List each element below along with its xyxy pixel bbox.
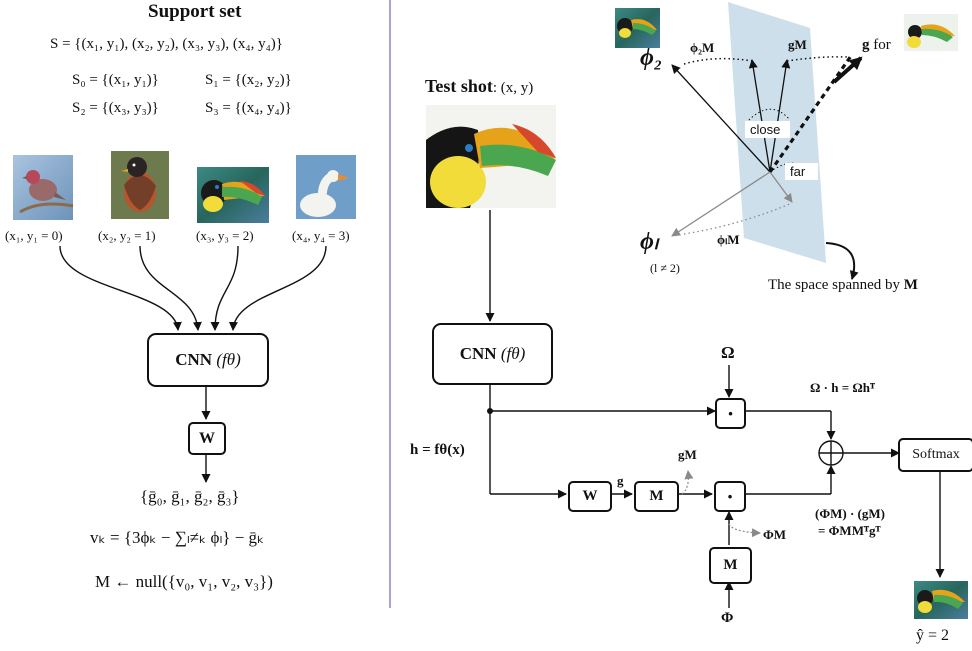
cnn-label: CNN <box>175 350 213 369</box>
far-label: far <box>790 164 806 179</box>
gm-label: gM <box>678 447 697 462</box>
arrow-img4-cnn <box>228 245 327 331</box>
g-for-word: for <box>873 37 891 53</box>
l-ne-label: (l ≠ 2) <box>650 261 680 275</box>
test-shot-xy: : (x, y) <box>492 80 534 96</box>
arrow-img2-cnn <box>139 245 202 331</box>
support-image-goose <box>296 155 356 219</box>
omega-h-label: Ω · h = Ωhᵀ <box>810 380 876 395</box>
softmax-box: Softmax <box>898 438 972 472</box>
arrow-img1-cnn <box>59 245 182 331</box>
support-set-title: Support set <box>148 1 242 22</box>
w-box-left: W <box>188 422 226 455</box>
y-hat-label: ŷ = 2 <box>916 627 950 644</box>
phil-label: ϕₗ <box>640 229 658 255</box>
cnn-fn-right: (fθ) <box>500 344 526 363</box>
philm-label: ϕₗM <box>717 232 740 247</box>
m-box-bottom: M <box>709 547 752 584</box>
test-shot-bold: Test shot <box>425 76 493 96</box>
support-label-3: (x₃, y₃ = 2) <box>196 228 254 243</box>
support-image-toucan <box>197 167 269 223</box>
subset-s0: S₀ = {(x₁, y₁)} <box>72 72 159 88</box>
g-for-g: g <box>862 37 870 53</box>
cnn-label-right: CNN <box>459 344 497 363</box>
space-text: The space spanned by <box>768 277 901 293</box>
product-line1: (ΦM) · (gM) <box>815 506 885 521</box>
subset-s3: S₃ = {(x₄, y₄)} <box>205 100 292 116</box>
gm-inset-label: gM <box>788 37 807 52</box>
m-box-mid: M <box>634 481 679 512</box>
arrow-gm-dashed <box>681 470 694 495</box>
close-label: close <box>750 122 781 137</box>
g-label: g <box>617 473 624 488</box>
support-label-2: (x₂, y₂ = 1) <box>98 228 156 243</box>
m-null-equation: M ← null({v₀, v₁, v₂, v₃}) <box>95 572 273 591</box>
subset-s2: S₂ = {(x₃, y₃)} <box>72 100 159 116</box>
output-image-toucan <box>914 581 968 619</box>
vk-equation: vₖ = {3ϕₖ − ∑ₗ≠ₖ ϕₗ} − ḡₖ <box>90 528 265 547</box>
support-label-1: (x₁, y₁ = 0) <box>5 228 63 243</box>
inset-vectors <box>671 55 863 280</box>
gbar-set: {ḡ₀, ḡ₁, ḡ₂, ḡ₃} <box>140 487 240 506</box>
cnn-box-right: CNN (fθ) <box>432 323 553 385</box>
test-shot-title: Test shot: (x, y) <box>425 77 533 96</box>
phi2-label: ϕ₂ <box>640 45 663 71</box>
subset-s1: S₁ = {(x₂, y₂)} <box>205 72 292 88</box>
product-line2: = ΦMMᵀgᵀ <box>818 523 881 538</box>
phi-input-label: Φ <box>721 610 734 626</box>
omega-label: Ω <box>721 343 735 362</box>
arrow-img3-cnn <box>210 245 239 331</box>
test-image-toucan <box>426 105 556 208</box>
space-m: M <box>903 277 918 293</box>
phi2m-label: ϕ₂M <box>690 40 715 55</box>
cnn-fn: (fθ) <box>216 350 241 369</box>
dot-op-bottom: · <box>714 481 746 512</box>
g-for-label: g for <box>862 38 891 53</box>
inset-toucan-icon-right <box>904 14 958 51</box>
support-set-def: S = {(x₁, y₁), (x₂, y₂), (x₃, y₃), (x₄, … <box>50 36 283 52</box>
phim-label: ΦM <box>763 527 787 542</box>
dot-op-top: · <box>715 398 746 429</box>
w-box-right: W <box>568 481 612 512</box>
inset-toucan-icon-left <box>615 8 660 48</box>
support-image-finch <box>13 155 74 220</box>
cnn-box-left: CNN (fθ) <box>147 333 269 387</box>
h-definition: h = fθ(x) <box>410 442 465 458</box>
arrow-phim-dashed <box>728 523 761 538</box>
space-caption: The space spanned by M <box>768 278 918 293</box>
support-image-robin <box>111 151 169 219</box>
support-label-4: (x₄, y₄ = 3) <box>292 228 350 243</box>
